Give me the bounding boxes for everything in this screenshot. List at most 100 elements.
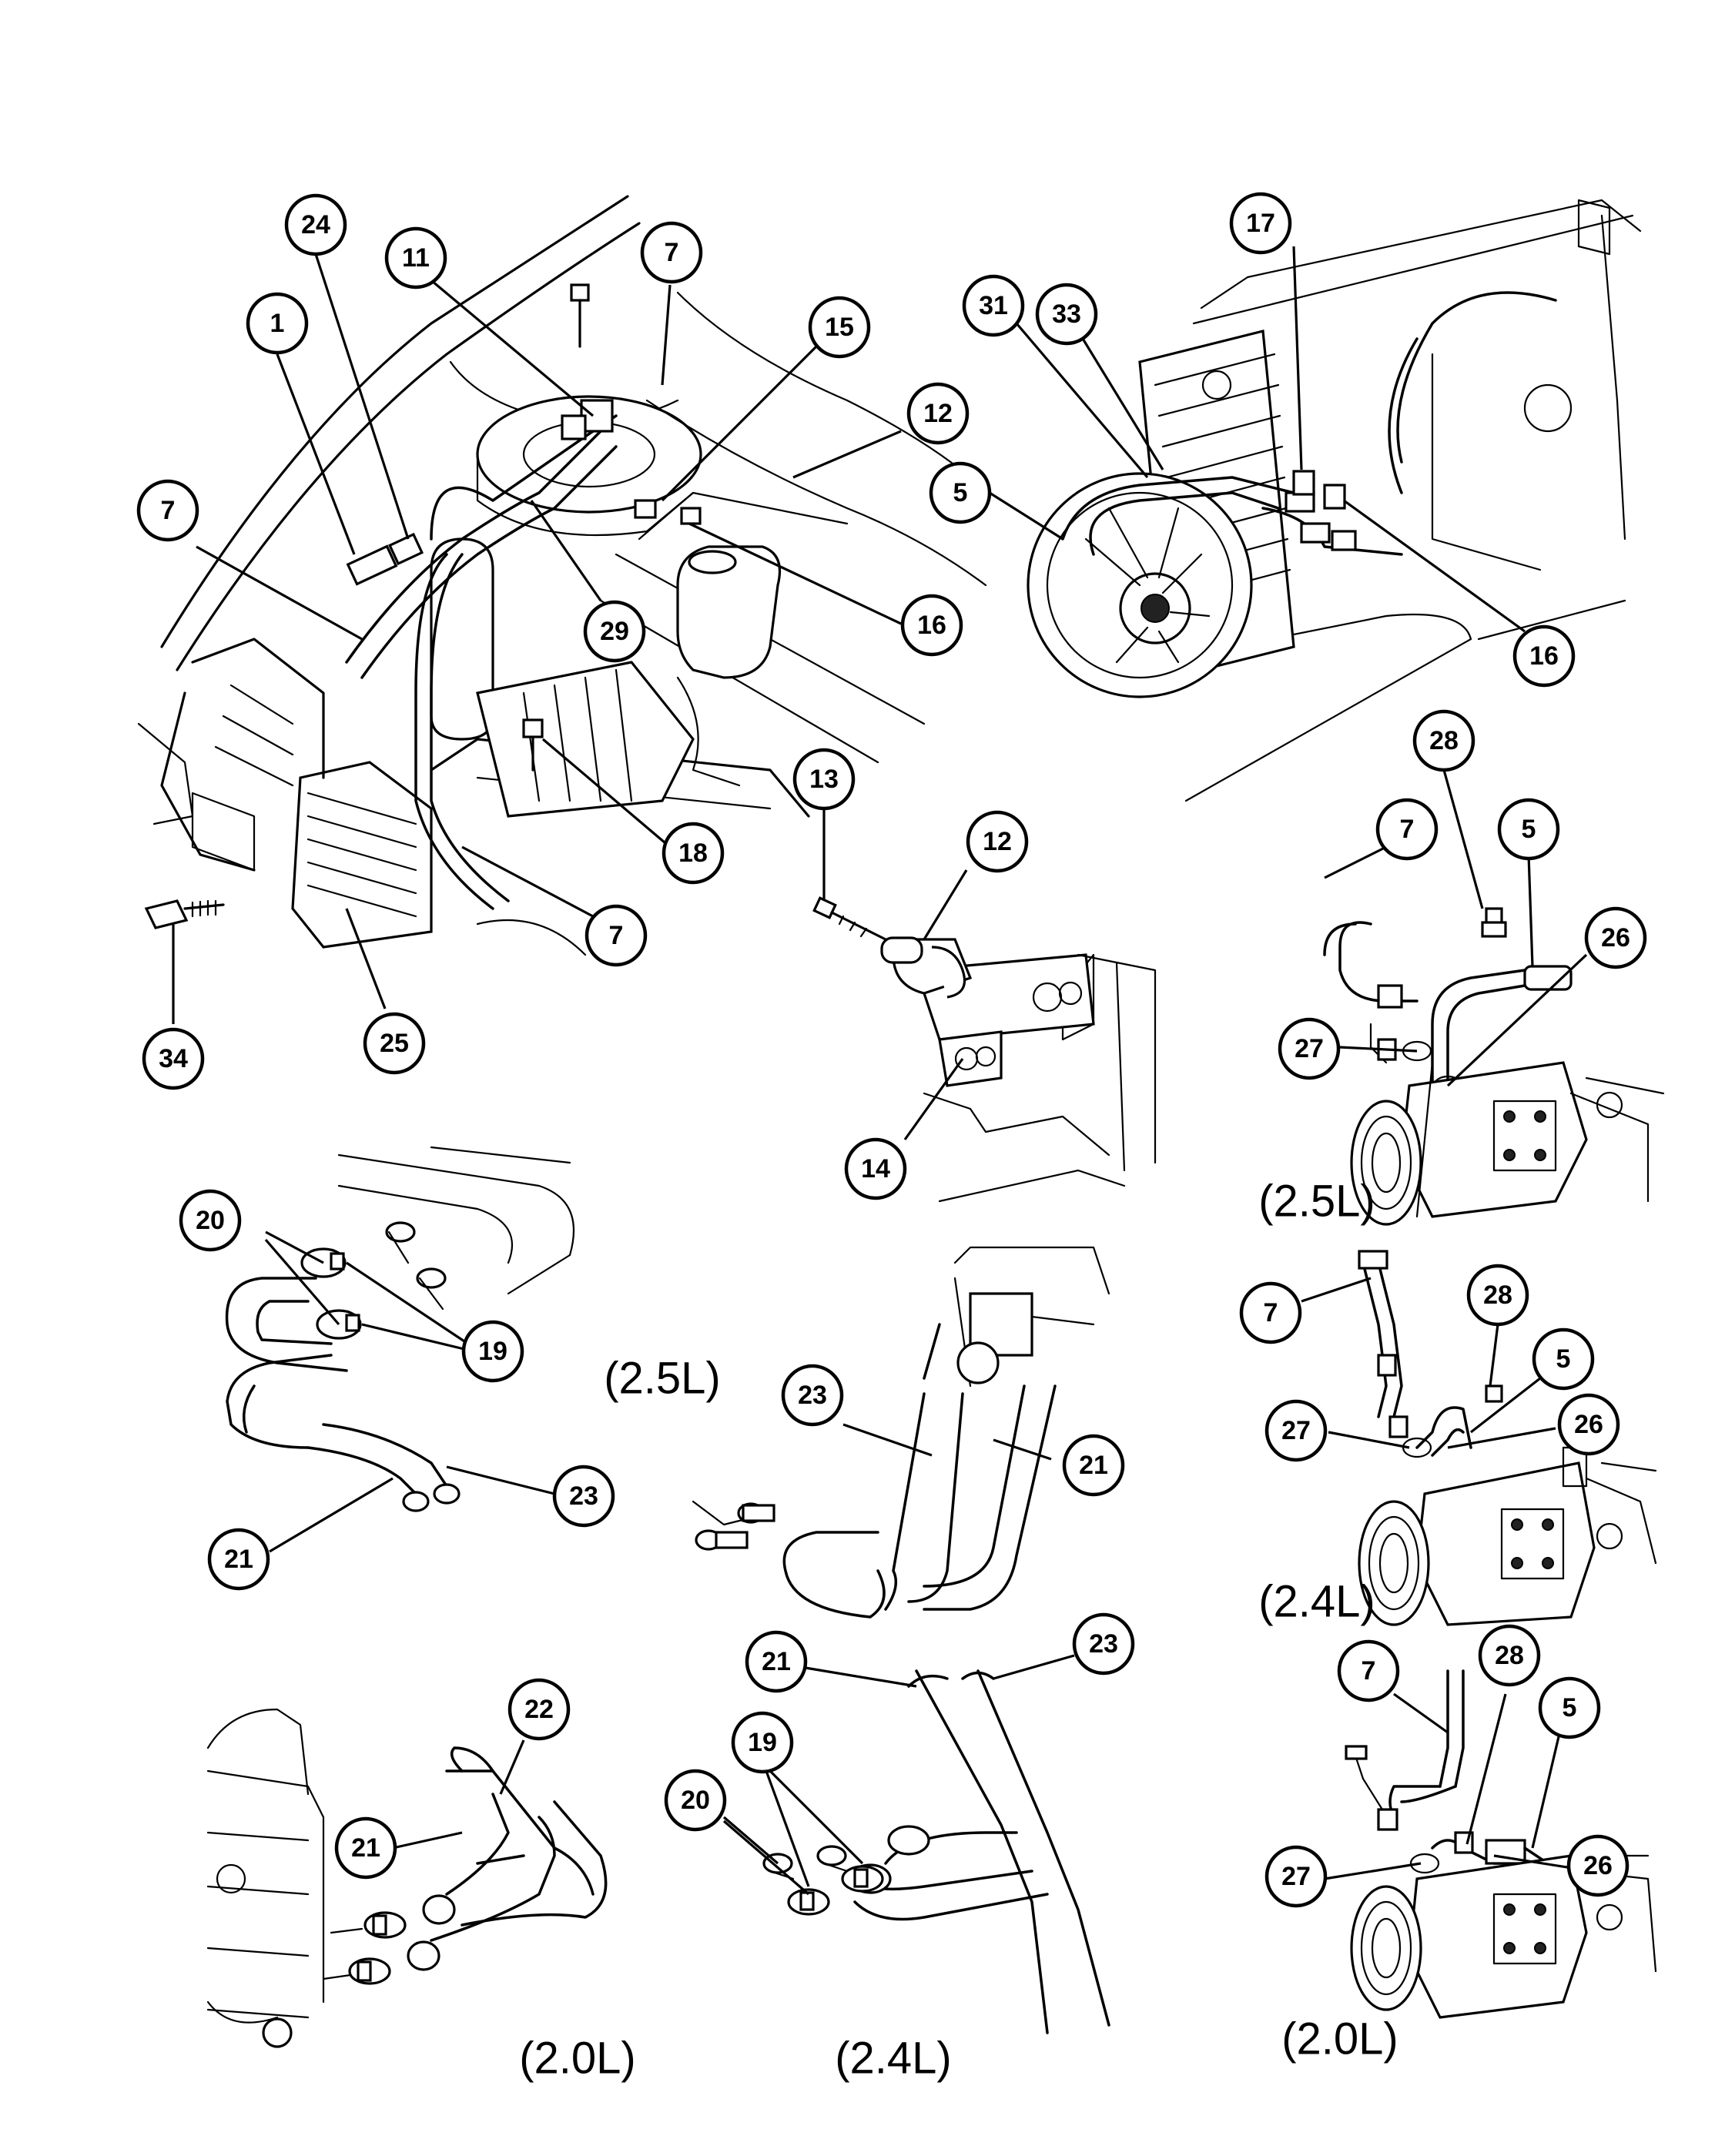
callout-12: 12 bbox=[906, 382, 970, 445]
leader-lines bbox=[172, 246, 1588, 1896]
svg-text:5: 5 bbox=[953, 478, 968, 507]
svg-text:17: 17 bbox=[1246, 209, 1275, 238]
callout-27: 27 bbox=[1264, 1845, 1328, 1908]
compressor-25L-illustration bbox=[1323, 907, 1665, 1226]
svg-text:27: 27 bbox=[1295, 1034, 1324, 1063]
variant-label-25L-heater: (2.5L) bbox=[604, 1354, 721, 1404]
heater-hoses-20L-illustration bbox=[206, 1708, 608, 2048]
callout-23: 23 bbox=[1072, 1612, 1135, 1676]
callout-26: 26 bbox=[1584, 906, 1647, 969]
svg-text:28: 28 bbox=[1429, 726, 1459, 755]
callout-7: 7 bbox=[136, 479, 199, 542]
callout-21: 21 bbox=[745, 1630, 808, 1693]
svg-text:12: 12 bbox=[983, 827, 1012, 856]
svg-text:5: 5 bbox=[1556, 1344, 1571, 1374]
callout-5: 5 bbox=[1532, 1327, 1595, 1391]
svg-text:25: 25 bbox=[380, 1029, 409, 1058]
svg-text:22: 22 bbox=[524, 1695, 554, 1724]
variant-label-25L-compressor: (2.5L) bbox=[1258, 1177, 1375, 1227]
svg-text:16: 16 bbox=[1529, 641, 1559, 671]
compressor-24L-illustration bbox=[1358, 1250, 1657, 1626]
callout-28: 28 bbox=[1478, 1624, 1541, 1687]
variant-labels: (2.5L) (2.5L) (2.4L) (2.0L) (2.4L) (2.0L… bbox=[519, 1177, 1398, 2084]
svg-text:5: 5 bbox=[1522, 815, 1536, 844]
heater-hoses-24L-illustration bbox=[762, 1669, 1110, 2034]
engine-bay-illustration bbox=[137, 195, 987, 956]
variant-label-20L-heater: (2.0L) bbox=[519, 2034, 636, 2084]
callout-7: 7 bbox=[640, 221, 703, 284]
callout-7: 7 bbox=[1337, 1639, 1400, 1702]
callout-7: 7 bbox=[1239, 1281, 1302, 1344]
svg-text:18: 18 bbox=[678, 839, 708, 868]
svg-text:24: 24 bbox=[301, 210, 330, 239]
callout-19: 19 bbox=[461, 1320, 524, 1383]
callout-7: 7 bbox=[584, 904, 648, 967]
callout-19: 19 bbox=[731, 1711, 794, 1774]
variant-label-24L-heater: (2.4L) bbox=[835, 2034, 952, 2084]
fan-condenser-illustration bbox=[1027, 199, 1642, 802]
callout-31: 31 bbox=[962, 274, 1025, 337]
svg-text:23: 23 bbox=[1089, 1629, 1118, 1659]
callout-23: 23 bbox=[781, 1364, 844, 1427]
callout-14: 14 bbox=[844, 1137, 907, 1200]
callout-11: 11 bbox=[384, 226, 447, 290]
callout-16: 16 bbox=[900, 594, 963, 657]
svg-text:12: 12 bbox=[923, 399, 953, 428]
callout-21: 21 bbox=[207, 1528, 270, 1591]
svg-text:20: 20 bbox=[681, 1786, 710, 1815]
callout-21: 21 bbox=[334, 1816, 397, 1880]
svg-text:19: 19 bbox=[478, 1337, 507, 1366]
svg-text:7: 7 bbox=[1400, 815, 1415, 844]
svg-text:20: 20 bbox=[196, 1206, 225, 1235]
callout-27: 27 bbox=[1278, 1017, 1341, 1080]
svg-text:26: 26 bbox=[1583, 1851, 1613, 1880]
callout-13: 13 bbox=[792, 748, 856, 811]
callout-20: 20 bbox=[179, 1189, 242, 1252]
callout-26: 26 bbox=[1557, 1393, 1620, 1456]
heater-hoses-25L-illustration bbox=[225, 1146, 575, 1512]
callout-23: 23 bbox=[552, 1465, 615, 1528]
variant-label-20L-compressor: (2.0L) bbox=[1281, 2014, 1398, 2064]
variant-label-24L-compressor: (2.4L) bbox=[1258, 1577, 1375, 1627]
svg-text:27: 27 bbox=[1281, 1862, 1311, 1891]
callout-24: 24 bbox=[284, 193, 347, 256]
svg-text:33: 33 bbox=[1052, 300, 1081, 329]
callout-27: 27 bbox=[1264, 1399, 1328, 1462]
callout-12: 12 bbox=[966, 810, 1029, 873]
callout-18: 18 bbox=[662, 822, 725, 885]
callout-5: 5 bbox=[1538, 1676, 1601, 1739]
callout-28: 28 bbox=[1412, 709, 1475, 772]
callout-21: 21 bbox=[1062, 1434, 1125, 1497]
svg-text:16: 16 bbox=[917, 611, 946, 640]
svg-text:26: 26 bbox=[1574, 1410, 1603, 1439]
svg-text:7: 7 bbox=[665, 238, 679, 267]
callout-33: 33 bbox=[1035, 283, 1098, 346]
svg-text:11: 11 bbox=[402, 243, 430, 273]
svg-text:34: 34 bbox=[159, 1044, 188, 1073]
callout-29: 29 bbox=[583, 600, 646, 663]
callout-34: 34 bbox=[142, 1027, 205, 1090]
callout-28: 28 bbox=[1466, 1264, 1529, 1327]
svg-text:21: 21 bbox=[351, 1833, 380, 1863]
callout-7: 7 bbox=[1375, 798, 1439, 861]
svg-text:15: 15 bbox=[825, 313, 854, 342]
callout-25: 25 bbox=[363, 1012, 426, 1075]
svg-text:28: 28 bbox=[1483, 1281, 1512, 1310]
callout-5: 5 bbox=[1497, 798, 1560, 861]
callout-1: 1 bbox=[246, 292, 309, 355]
svg-text:29: 29 bbox=[600, 617, 629, 646]
callouts: 1 24 11 7 15 12 7 29 16 18 7 34 25 31 33… bbox=[136, 192, 1647, 1908]
callout-26: 26 bbox=[1566, 1834, 1630, 1897]
svg-text:7: 7 bbox=[1362, 1656, 1376, 1686]
svg-text:21: 21 bbox=[224, 1545, 253, 1574]
svg-text:26: 26 bbox=[1601, 923, 1630, 952]
svg-text:14: 14 bbox=[861, 1154, 890, 1183]
callout-15: 15 bbox=[808, 296, 871, 359]
svg-text:31: 31 bbox=[979, 291, 1008, 320]
compressor-20L-illustration bbox=[1345, 1669, 1657, 2019]
svg-text:21: 21 bbox=[1079, 1451, 1108, 1480]
svg-text:13: 13 bbox=[809, 765, 839, 794]
callout-5: 5 bbox=[929, 461, 992, 524]
heater-hoses-mid-illustration bbox=[692, 1246, 1110, 1619]
